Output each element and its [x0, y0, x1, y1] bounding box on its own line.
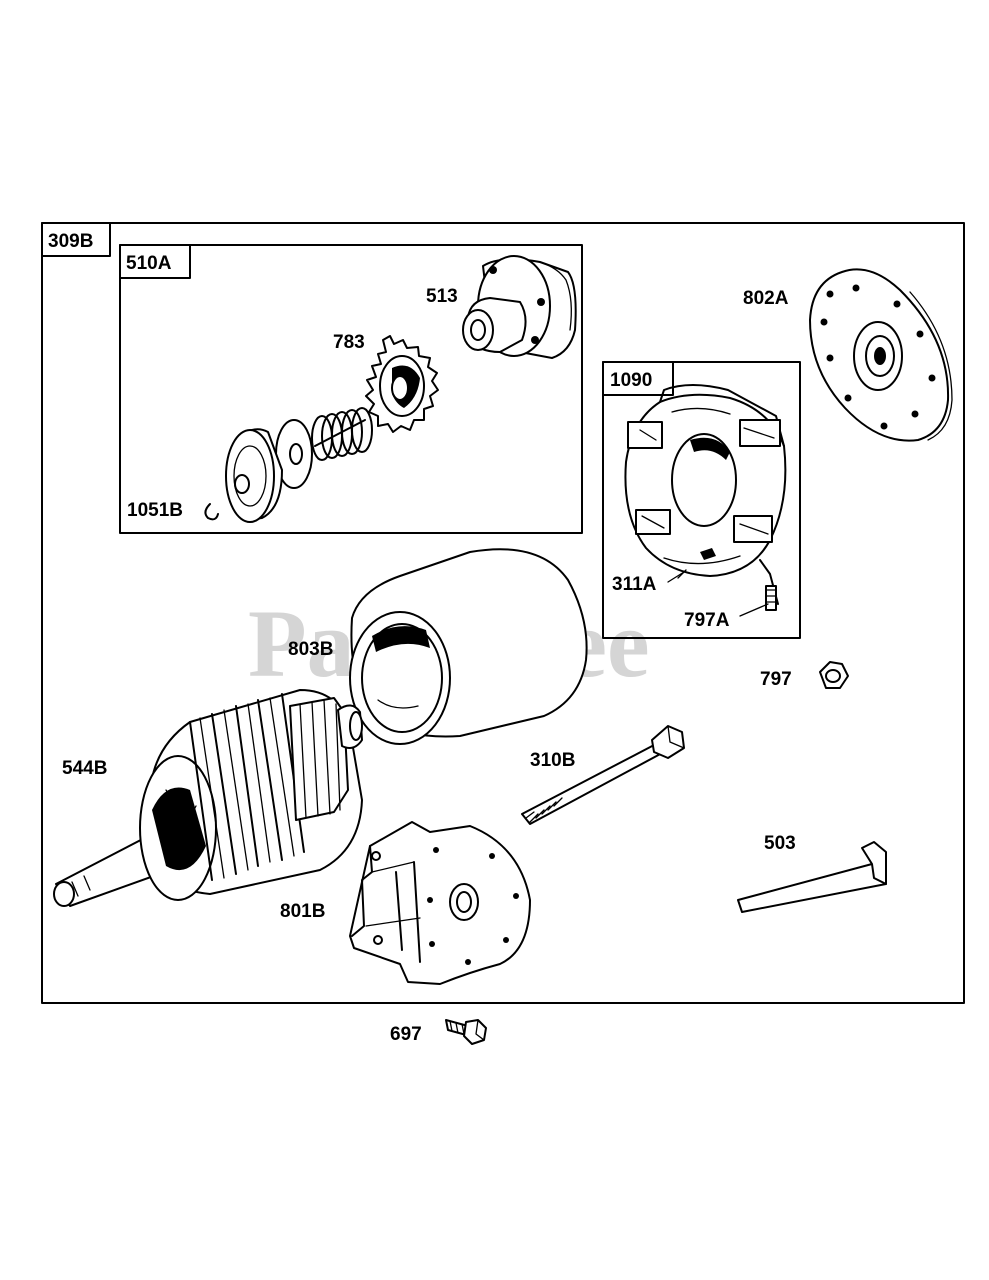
label-697: 697	[390, 1024, 422, 1045]
label-310b: 310B	[530, 750, 575, 771]
part-nut-797	[819, 661, 849, 689]
part-field-housing-803b	[349, 548, 588, 745]
part-spring	[311, 407, 373, 461]
part-pinion-gear-783	[365, 335, 439, 433]
leader-797a	[739, 603, 769, 617]
box-label-1090: 1090	[610, 370, 652, 391]
part-retaining-ring-1051b	[204, 503, 219, 521]
label-803b: 803B	[288, 639, 333, 660]
box-label-510a: 510A	[126, 253, 172, 274]
part-screw-697	[445, 1019, 487, 1045]
group-frame-309b: 309B	[41, 222, 965, 1004]
label-797a: 797A	[684, 610, 730, 631]
part-mounting-plate-801b	[349, 821, 531, 985]
group-frame-1090: 1090	[602, 361, 801, 639]
part-end-cap-802a	[809, 268, 953, 442]
label-513: 513	[426, 286, 458, 307]
label-783: 783	[333, 332, 365, 353]
label-797: 797	[760, 669, 792, 690]
part-brush-holder-1090	[624, 384, 787, 611]
part-bracket-503	[737, 841, 887, 913]
part-armature-544b	[53, 689, 363, 907]
group-frame-510a: 510A	[119, 244, 583, 534]
label-801b: 801B	[280, 901, 325, 922]
box-label-309b: 309B	[48, 231, 93, 252]
part-through-bolt-310b	[521, 725, 685, 825]
label-1051b: 1051B	[127, 500, 183, 521]
label-503: 503	[764, 833, 796, 854]
part-drive-housing-513	[462, 255, 577, 359]
leader-311a	[667, 571, 685, 583]
label-544b: 544B	[62, 758, 107, 779]
label-311a: 311A	[612, 574, 657, 595]
label-802a: 802A	[743, 288, 789, 309]
part-collar	[225, 428, 283, 523]
